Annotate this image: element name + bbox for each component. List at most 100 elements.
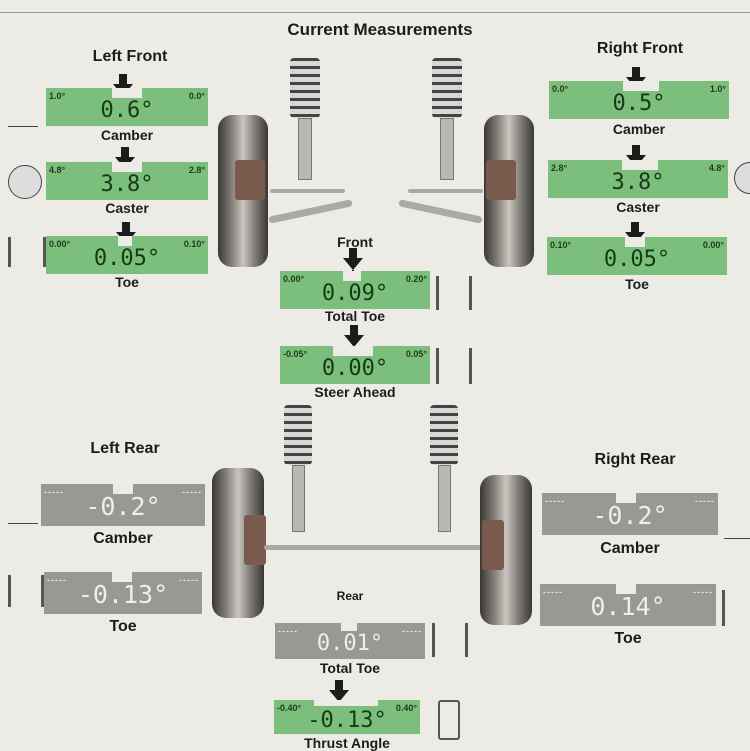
- left-front-caster-label: Caster: [105, 200, 149, 216]
- camber-diagram-icon: [8, 485, 38, 524]
- gauge-max-label: 4.8°: [708, 163, 725, 173]
- rear-title: Rear: [336, 589, 364, 603]
- gauge-min-label: 0.00°: [49, 239, 71, 249]
- gauge-max-label: 1.0°: [709, 84, 726, 94]
- thrust-angle-label: Thrust Angle: [304, 735, 390, 751]
- left-rear-hub-icon: [244, 515, 266, 565]
- left-front-toe-label: Toe: [115, 274, 139, 290]
- right-front-strut-icon: [440, 118, 454, 180]
- gauge-max-label: 0.10°: [183, 239, 205, 249]
- gauge-min-label: -0.05°: [283, 349, 308, 359]
- steer-ahead-label: Steer Ahead: [314, 384, 396, 400]
- right-rear-title: Right Rear: [594, 451, 676, 468]
- right-front-tie-rod-icon: [408, 189, 483, 193]
- gauge-min-label: 0.10°: [550, 240, 572, 250]
- left-rear-camber-label: Camber: [93, 530, 153, 547]
- right-rear-strut-icon: [438, 465, 451, 532]
- gauge-max-label: 0.40°: [395, 703, 417, 713]
- rear-total-toe-diagram-icon: [432, 623, 468, 657]
- left-front-hub-icon: [235, 160, 265, 200]
- caster-diagram-icon: [8, 165, 42, 199]
- left-rear-strut-icon: [292, 465, 305, 532]
- gauge-min-label: -----: [543, 587, 563, 597]
- front-total-toe-label: Total Toe: [324, 308, 386, 324]
- left-rear-title: Left Rear: [90, 440, 160, 457]
- right-front-caster-label: Caster: [616, 199, 660, 215]
- left-rear-camber-value: -0.2°: [85, 492, 161, 521]
- rear-axle-icon: [264, 545, 489, 550]
- gauge-min-label: -0.40°: [277, 703, 302, 713]
- thrust-angle-value: -0.13°: [307, 708, 387, 733]
- gauge-min-label: 2.8°: [551, 163, 568, 173]
- right-front-caster-gauge: 2.8° 4.8° 3.8°: [548, 160, 728, 198]
- gauge-min-label: 0.0°: [552, 84, 569, 94]
- right-front-control-arm-icon: [398, 199, 483, 224]
- left-front-camber-value: 0.6°: [100, 98, 154, 123]
- right-front-camber-value: 0.5°: [612, 91, 666, 116]
- left-front-title: Left Front: [92, 48, 168, 65]
- right-front-caster-value: 3.8°: [611, 170, 665, 195]
- left-rear-spring-icon: [284, 405, 312, 465]
- gauge-max-label: 0.0°: [188, 91, 205, 101]
- gauge-min-label: -----: [47, 575, 67, 585]
- right-front-toe-gauge: 0.10° 0.00° 0.05°: [547, 237, 727, 275]
- gauge-min-label: -----: [44, 487, 64, 497]
- right-front-toe-label: Toe: [625, 276, 649, 292]
- total-toe-diagram-icon: [436, 276, 472, 310]
- gauge-max-label: -----: [179, 575, 199, 585]
- left-rear-toe-gauge: ----- ----- -0.13°: [44, 572, 202, 614]
- right-rear-spring-icon: [430, 405, 458, 465]
- right-front-camber-label: Camber: [612, 121, 666, 137]
- rear-total-toe-value: 0.01°: [316, 631, 384, 656]
- right-rear-camber-label: Camber: [600, 540, 660, 557]
- right-front-title: Right Front: [596, 40, 684, 57]
- left-front-tie-rod-icon: [270, 189, 345, 193]
- gauge-min-label: -----: [545, 496, 565, 506]
- caster-diagram-icon: [734, 162, 750, 194]
- left-front-toe-value: 0.05°: [93, 246, 161, 271]
- right-front-toe-value: 0.05°: [603, 247, 671, 272]
- left-front-strut-icon: [298, 118, 312, 180]
- gauge-max-label: 2.8°: [188, 165, 205, 175]
- gauge-min-label: 1.0°: [49, 91, 66, 101]
- front-total-toe-pointer-icon: [343, 248, 363, 280]
- thrust-angle-diagram-icon: [438, 700, 460, 740]
- left-front-control-arm-icon: [268, 199, 353, 224]
- left-front-camber-gauge: 1.0° 0.0° 0.6°: [46, 88, 208, 126]
- right-rear-camber-gauge: ----- ----- -0.2°: [542, 493, 718, 535]
- gauge-min-label: -----: [278, 626, 298, 636]
- gauge-max-label: -----: [402, 626, 422, 636]
- right-rear-camber-value: -0.2°: [592, 501, 668, 530]
- right-rear-toe-gauge: ----- ----- 0.14°: [540, 584, 716, 626]
- right-front-camber-gauge: 0.0° 1.0° 0.5°: [549, 81, 729, 119]
- thrust-angle-gauge: -0.40° 0.40° -0.13°: [274, 700, 420, 734]
- gauge-max-label: -----: [693, 587, 713, 597]
- front-total-toe-gauge: 0.00° 0.20° 0.09°: [280, 271, 430, 309]
- left-front-toe-gauge: 0.00° 0.10° 0.05°: [46, 236, 208, 274]
- right-front-hub-icon: [486, 160, 516, 200]
- rear-total-toe-label: Total Toe: [319, 660, 381, 676]
- camber-diagram-icon: [724, 500, 750, 539]
- left-front-spring-icon: [290, 58, 320, 118]
- camber-diagram-icon: [8, 88, 38, 127]
- gauge-min-label: 0.00°: [283, 274, 305, 284]
- left-rear-toe-label: Toe: [109, 618, 137, 635]
- right-front-spring-icon: [432, 58, 462, 118]
- left-rear-camber-gauge: ----- ----- -0.2°: [41, 484, 205, 526]
- gauge-max-label: -----: [695, 496, 715, 506]
- page-title: Current Measurements: [287, 20, 473, 39]
- toe-diagram-icon: [722, 590, 750, 626]
- left-front-camber-label: Camber: [100, 127, 154, 143]
- left-rear-toe-value: -0.13°: [77, 580, 169, 609]
- top-divider: [0, 12, 750, 13]
- steer-ahead-value: 0.00°: [321, 356, 389, 381]
- left-front-caster-value: 3.8°: [100, 172, 154, 197]
- gauge-max-label: 0.00°: [702, 240, 724, 250]
- toe-diagram-icon: [8, 237, 46, 267]
- rear-total-toe-gauge: ----- ----- 0.01°: [275, 623, 425, 659]
- left-front-caster-gauge: 4.8° 2.8° 3.8°: [46, 162, 208, 200]
- toe-diagram-icon: [8, 575, 44, 607]
- gauge-min-label: 4.8°: [49, 165, 66, 175]
- gauge-max-label: -----: [182, 487, 202, 497]
- right-rear-hub-icon: [482, 520, 504, 570]
